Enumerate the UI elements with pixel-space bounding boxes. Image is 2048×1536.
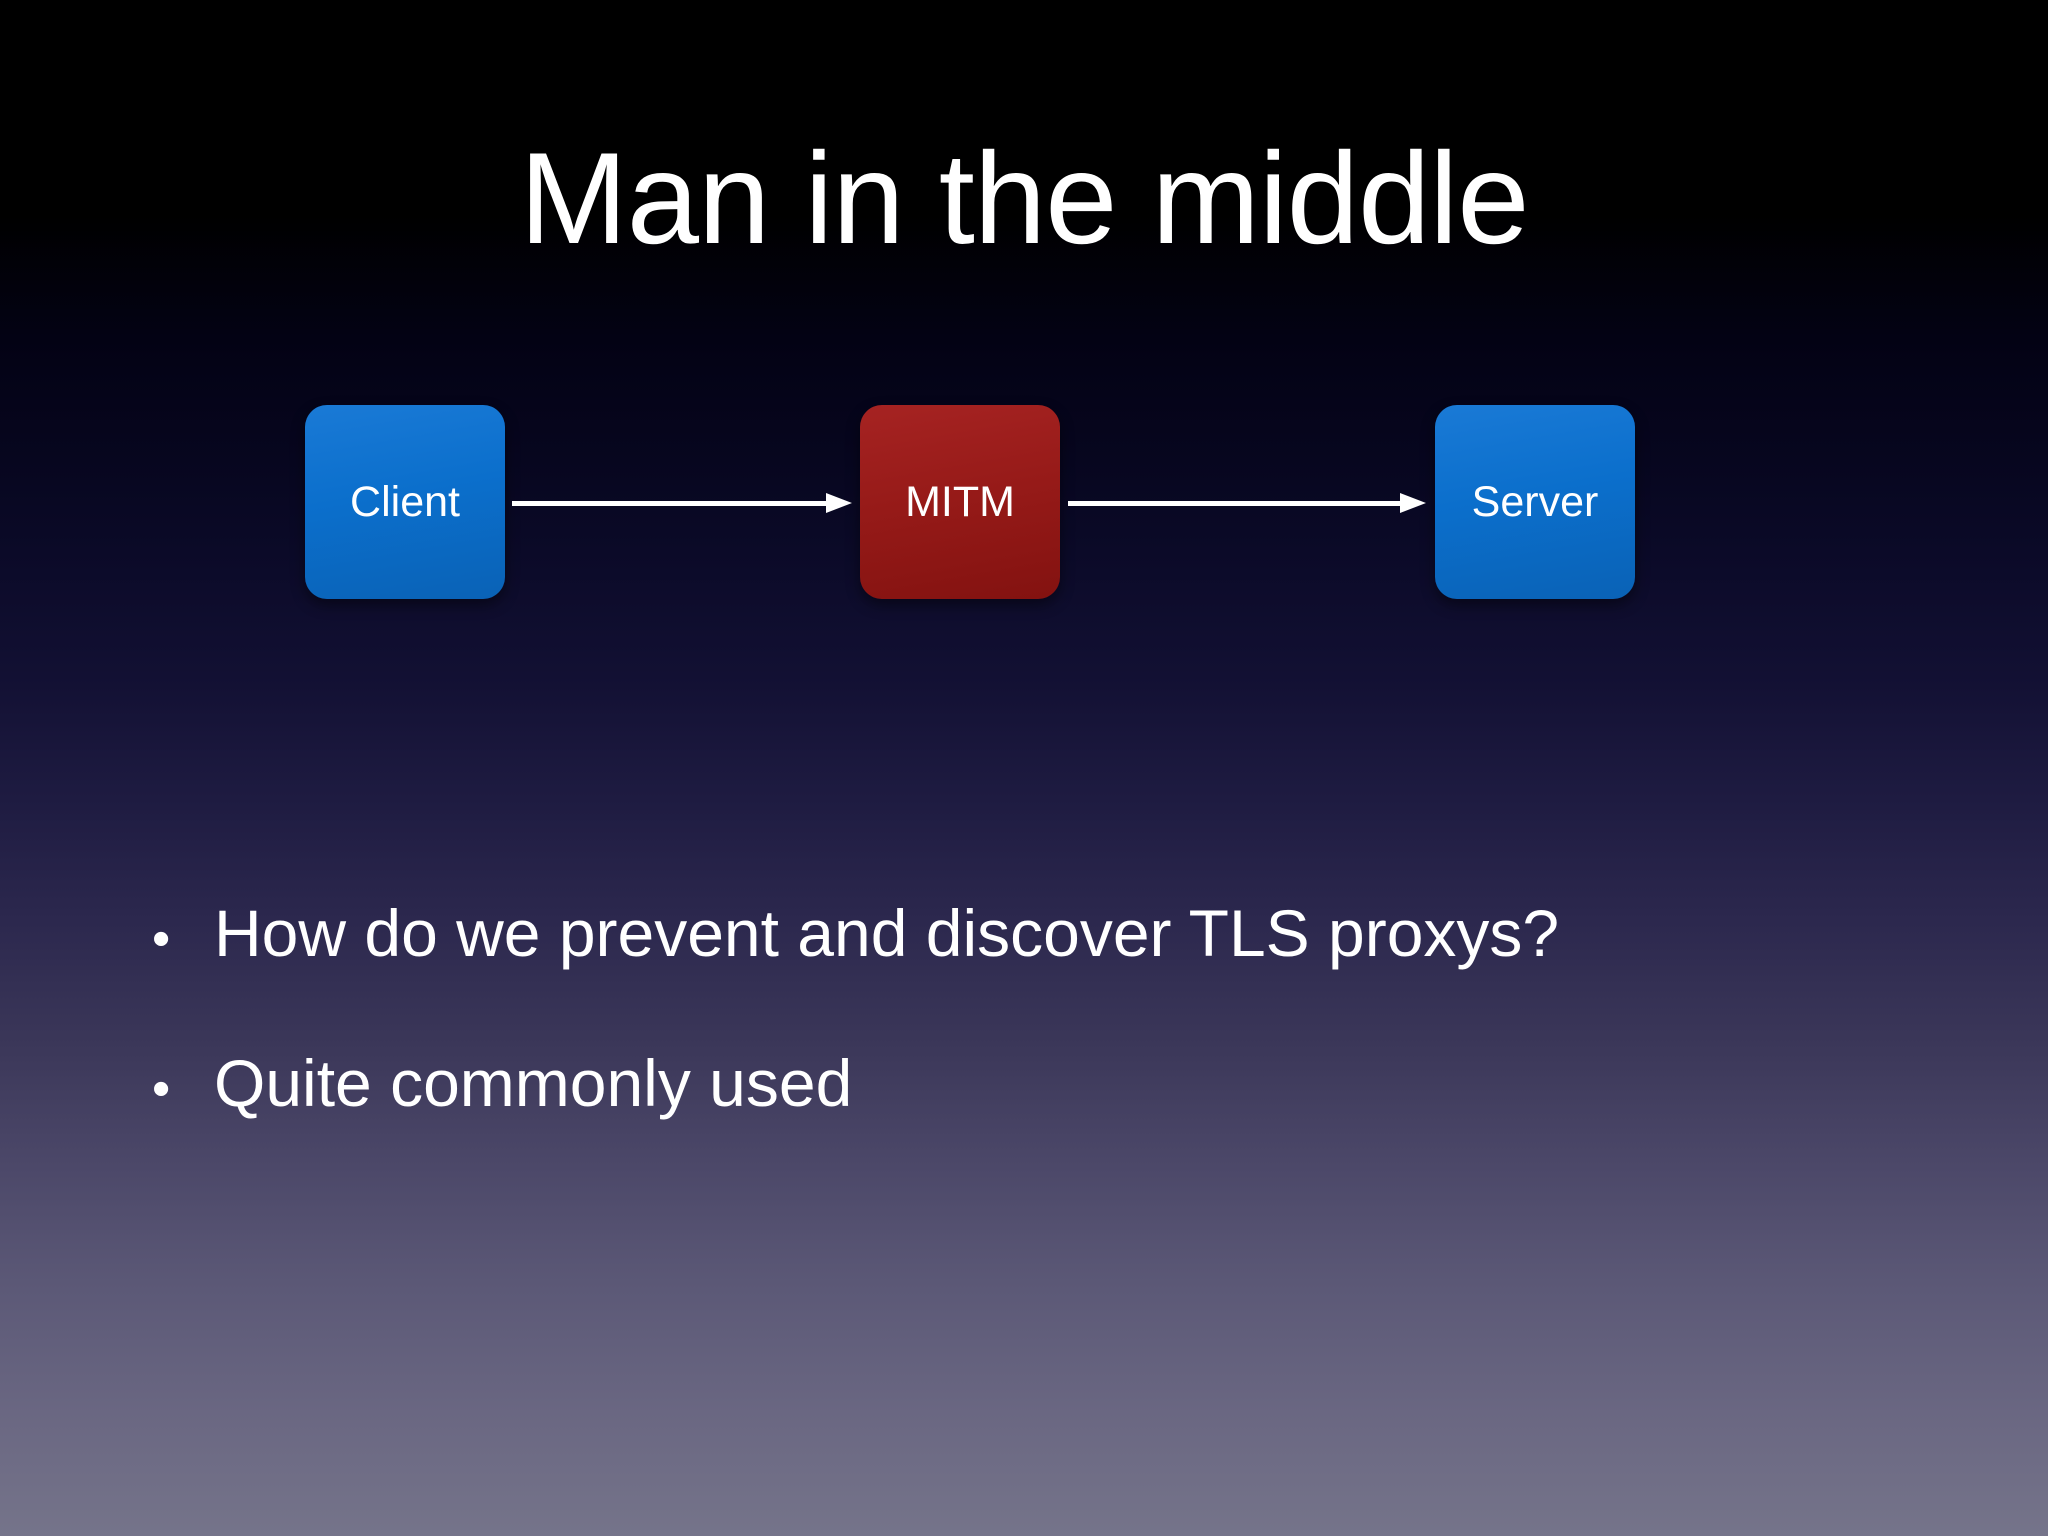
diagram-node-mitm: MITM	[860, 405, 1060, 599]
arrow-shaft	[512, 501, 828, 506]
slide-title: Man in the middle	[519, 125, 1529, 271]
bullet-text: Quite commonly used	[214, 1046, 853, 1120]
arrow-head	[826, 493, 852, 513]
arrow-shaft	[1068, 501, 1402, 506]
arrow-client-to-mitm-icon	[512, 493, 852, 513]
bullet-text: How do we prevent and discover TLS proxy…	[214, 896, 1560, 970]
diagram-node-mitm-label: MITM	[905, 477, 1015, 526]
bullet-marker-icon: •	[152, 1060, 171, 1118]
diagram-node-client: Client	[305, 405, 505, 599]
diagram-node-server: Server	[1435, 405, 1635, 599]
mitm-flow-diagram: Client MITM Server	[0, 405, 2048, 605]
bullet-list: • How do we prevent and discover TLS pro…	[152, 900, 1952, 1200]
bullet-marker-icon: •	[152, 910, 171, 968]
arrow-head	[1400, 493, 1426, 513]
bullet-item: • Quite commonly used	[152, 1050, 1952, 1116]
arrow-mitm-to-server-icon	[1068, 493, 1426, 513]
bullet-item: • How do we prevent and discover TLS pro…	[152, 900, 1952, 966]
diagram-node-server-label: Server	[1471, 477, 1599, 526]
diagram-node-client-label: Client	[350, 477, 460, 526]
